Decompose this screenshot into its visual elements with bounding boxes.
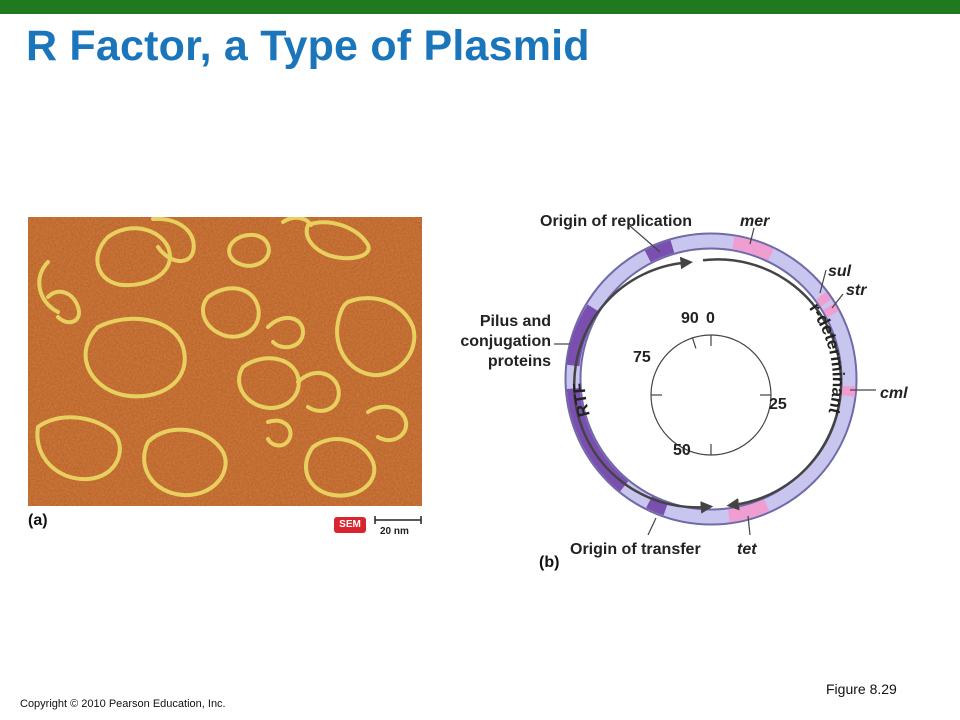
label-str: str <box>846 282 867 299</box>
scale-bar <box>374 516 422 524</box>
sem-badge: SEM <box>334 517 366 533</box>
tick-label-50: 50 <box>673 442 691 459</box>
copyright-notice: Copyright © 2010 Pearson Education, Inc. <box>20 698 226 710</box>
label-sul: sul <box>828 263 852 280</box>
segment-origin-replication <box>644 240 675 263</box>
label-cml: cml <box>880 385 908 402</box>
segment-cml <box>841 386 856 397</box>
scale-label: 20 nm <box>380 526 409 537</box>
panel-a-label: (a) <box>28 512 48 529</box>
leader-sul <box>819 269 827 294</box>
leader-origin-replication <box>629 225 661 253</box>
label-mer: mer <box>740 213 770 230</box>
label-pilus-line2: conjugation <box>460 333 551 350</box>
tick-label-25: 25 <box>769 396 787 413</box>
tick-90 <box>691 337 697 349</box>
rtf-arrow <box>572 256 714 514</box>
figure-reference: Figure 8.29 <box>826 681 897 697</box>
leader-mer <box>749 227 755 245</box>
segment-tra-upper <box>566 304 599 367</box>
scale-circle <box>650 334 772 456</box>
tick-label-75: 75 <box>633 349 651 366</box>
label-origin-replication: Origin of replication <box>540 213 692 230</box>
label-pilus-line3: proteins <box>488 353 551 370</box>
segment-sul <box>815 291 832 307</box>
tick-label-90: 90 <box>681 310 699 327</box>
segment-mer <box>732 236 774 261</box>
r-determinant-arrow <box>702 258 843 511</box>
segment-tet <box>727 499 770 523</box>
leader-origin-transfer <box>647 517 657 536</box>
tick-label-0: 0 <box>706 310 715 327</box>
leader-str <box>831 293 844 309</box>
segment-origin-transfer <box>646 496 668 516</box>
label-pilus-line1: Pilus and <box>480 313 551 330</box>
plasmid-map: 90 0 75 25 50 RTF r-determinant Origin o… <box>460 213 908 558</box>
label-tet: tet <box>737 541 757 558</box>
panel-b-label: (b) <box>539 554 560 571</box>
segment-str <box>823 303 839 318</box>
micrograph-image <box>28 217 422 506</box>
leader-tet <box>747 515 751 536</box>
top-bar <box>0 0 960 14</box>
label-origin-transfer: Origin of transfer <box>570 541 701 558</box>
slide-title: R Factor, a Type of Plasmid <box>26 22 590 70</box>
